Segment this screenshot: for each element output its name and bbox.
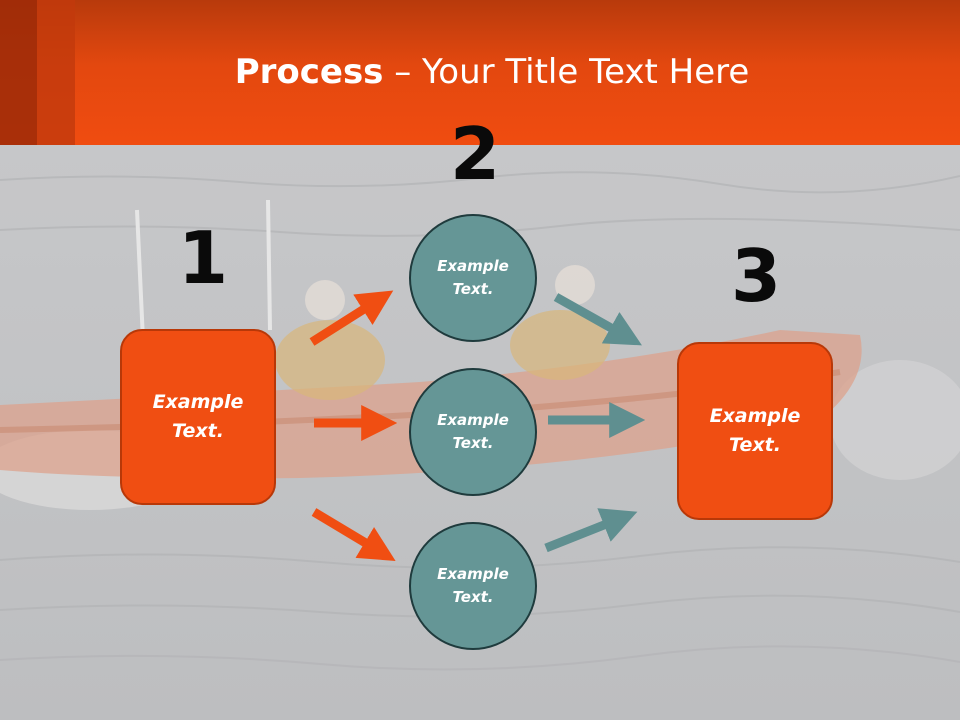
header-accent-strip: [37, 0, 75, 145]
step-3-box[interactable]: Example Text.: [677, 342, 833, 520]
step-2-circle-top[interactable]: Example Text.: [409, 214, 537, 342]
title-rest: – Your Title Text Here: [383, 52, 750, 92]
step-2-circle-middle[interactable]: Example Text.: [409, 368, 537, 496]
slide-title: Process – Your Title Text Here: [0, 52, 960, 92]
circle-text: Example Text.: [437, 565, 509, 606]
step-1-box[interactable]: Example Text.: [120, 329, 276, 505]
step-number-2: 2: [450, 112, 501, 196]
step-number-3: 3: [731, 234, 782, 318]
step-number-1: 1: [178, 216, 229, 300]
step-1-text: Example Text.: [152, 391, 244, 442]
circle-text: Example Text.: [437, 411, 509, 452]
circle-text: Example Text.: [437, 257, 509, 298]
title-bold: Process: [234, 52, 384, 92]
step-2-circle-bottom[interactable]: Example Text.: [409, 522, 537, 650]
header-accent-strip: [0, 0, 37, 145]
step-3-text: Example Text.: [709, 405, 801, 456]
header-band: [0, 0, 960, 145]
